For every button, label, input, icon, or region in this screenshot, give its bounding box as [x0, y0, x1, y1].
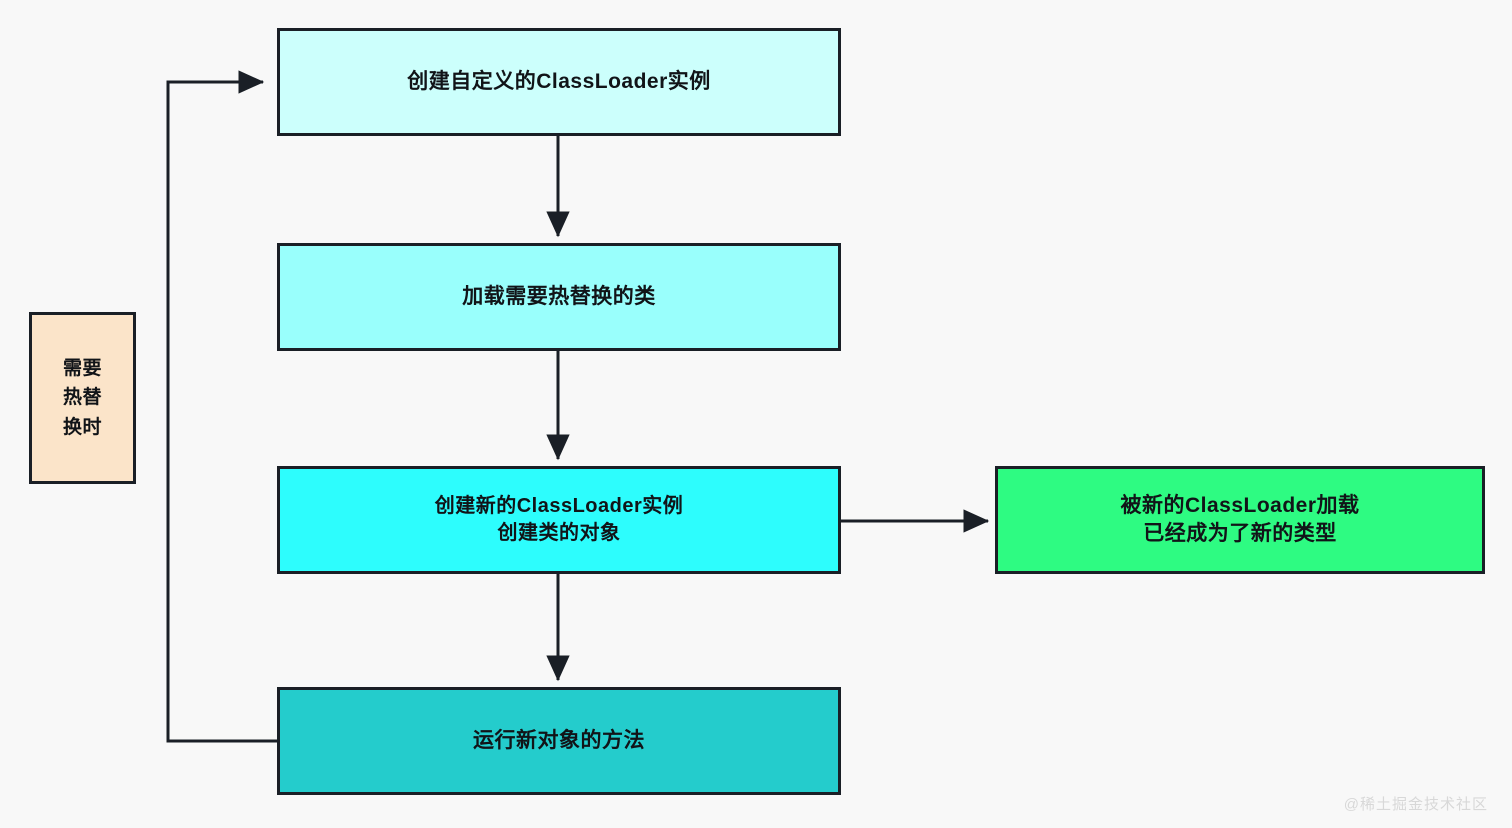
- node-create-new-classloader-instance-text: 创建新的ClassLoader实例 创建类的对象: [434, 495, 684, 544]
- node-load-hotswap-class-text: 加载需要热替换的类: [462, 284, 656, 308]
- node-run-new-object-method-text: 运行新对象的方法: [473, 728, 645, 752]
- node-loaded-as-new-type[interactable]: 被新的ClassLoader加载 已经成为了新的类型: [995, 466, 1485, 574]
- node-create-custom-classloader[interactable]: 创建自定义的ClassLoader实例: [277, 28, 841, 136]
- node-hot-swap-label[interactable]: 需要 热替 换时: [29, 312, 136, 484]
- node-load-hotswap-class[interactable]: 加载需要热替换的类: [277, 243, 841, 351]
- watermark: @稀土掘金技术社区: [1343, 796, 1488, 813]
- node-hot-swap-label-text: 需要 热替 换时: [62, 357, 102, 438]
- node-loaded-as-new-type-text: 被新的ClassLoader加载 已经成为了新的类型: [1120, 493, 1360, 545]
- node-run-new-object-method[interactable]: 运行新对象的方法: [277, 687, 841, 795]
- node-create-new-classloader-instance[interactable]: 创建新的ClassLoader实例 创建类的对象: [277, 466, 841, 574]
- edge-run-method-loopback-to-create-loader: [166, 70, 277, 743]
- node-create-custom-classloader-text: 创建自定义的ClassLoader实例: [407, 69, 711, 93]
